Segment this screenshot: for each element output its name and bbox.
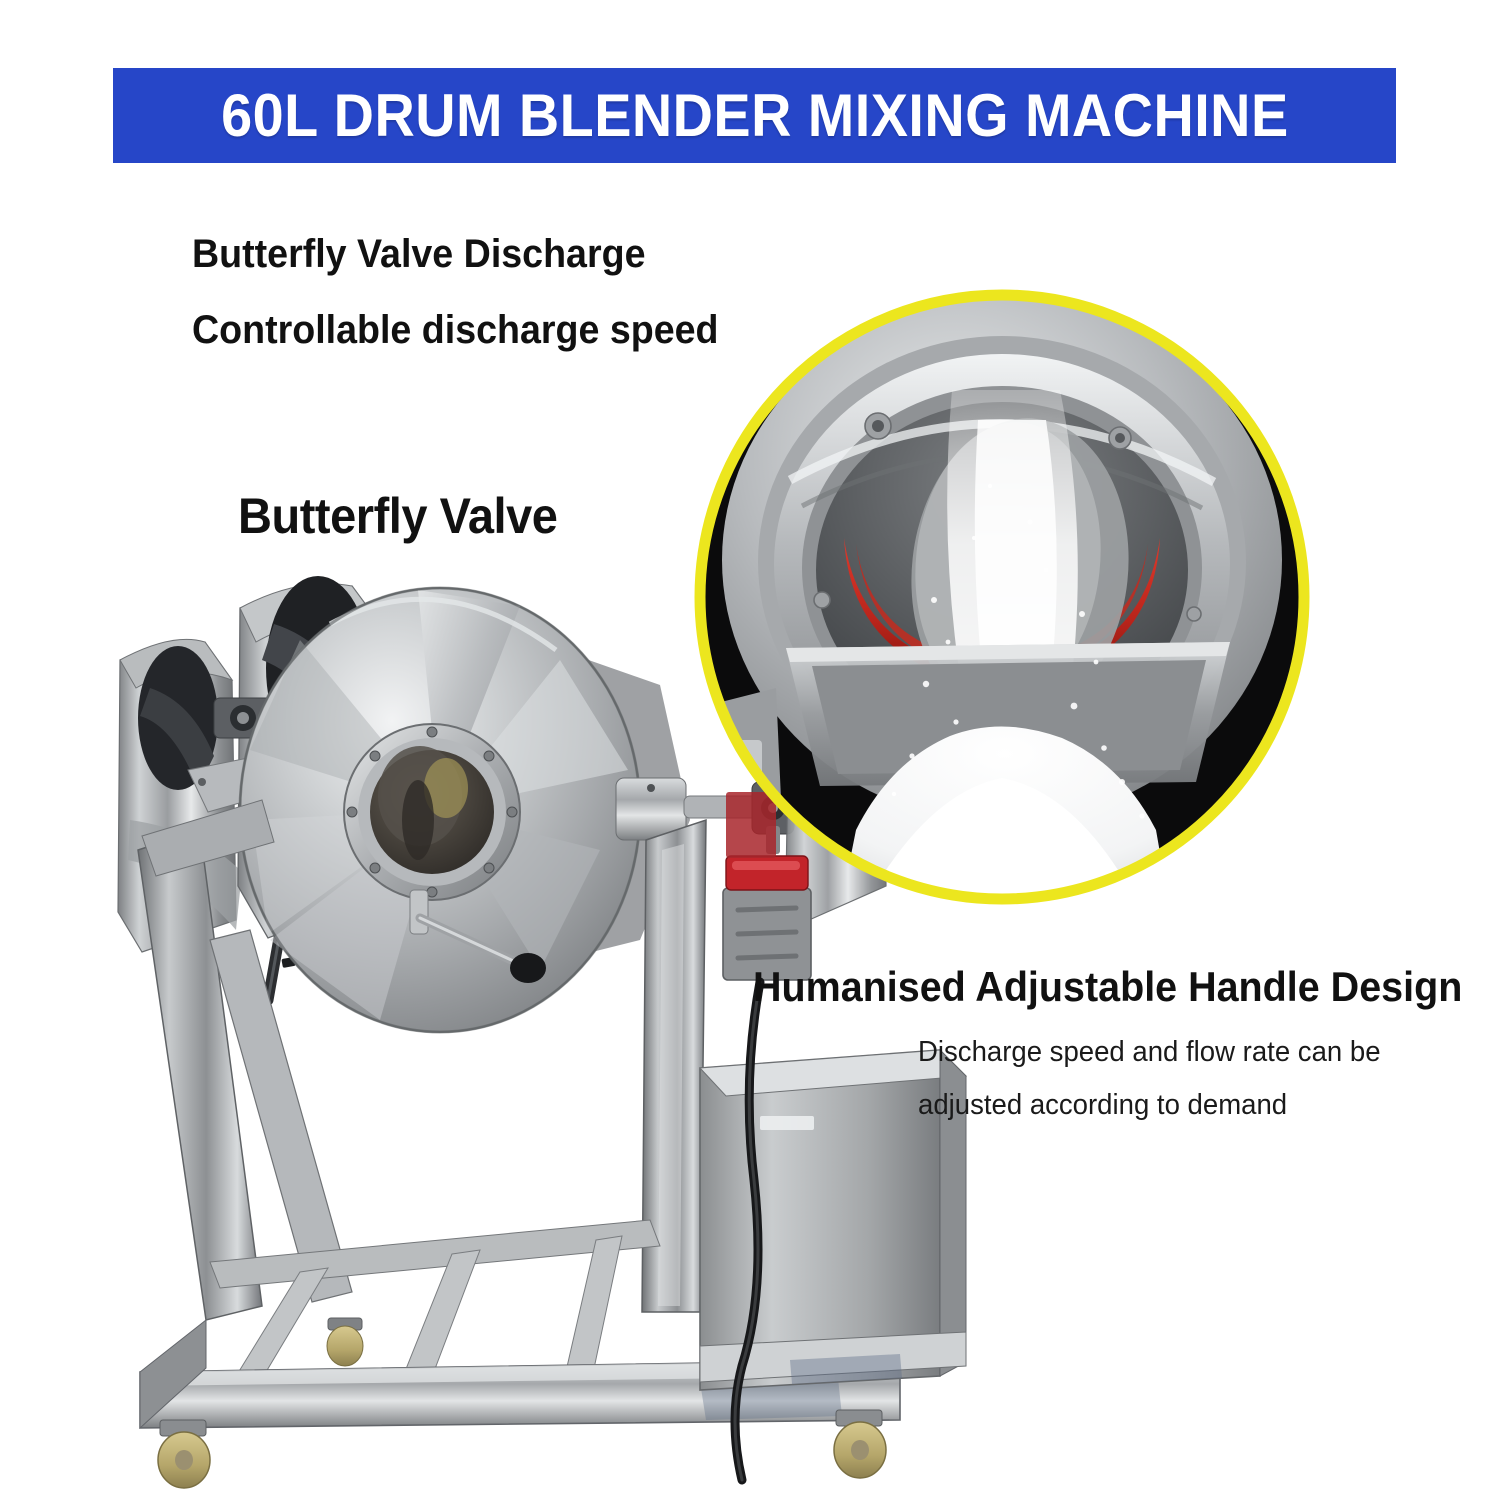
caster-front-left (157, 1419, 211, 1489)
callout-handle-description-line-1: Discharge speed and flow rate can be (918, 1036, 1381, 1068)
valve-discharge-inset-photo (694, 289, 1310, 905)
page-title: 60L DRUM BLENDER MIXING MACHINE (220, 82, 1289, 149)
control-box (722, 792, 812, 981)
callout-handle-description-line-2: adjusted according to demand (918, 1089, 1288, 1121)
callout-butterfly-valve-discharge: Butterfly Valve Discharge (192, 232, 646, 276)
title-banner: 60L DRUM BLENDER MIXING MACHINE (113, 68, 1396, 163)
machine-stand (137, 799, 707, 1321)
caster-front-right (833, 1409, 887, 1479)
callout-controllable-discharge-speed: Controllable discharge speed (192, 308, 719, 352)
yellow-highlight-ring (694, 289, 1310, 905)
casters (157, 1317, 887, 1489)
caster-rear-left (326, 1317, 364, 1367)
callout-butterfly-valve: Butterfly Valve (238, 488, 558, 544)
double-cone-drum (238, 586, 795, 1034)
butterfly-valve-lever (409, 889, 546, 983)
callout-humanised-handle-heading: Humanised Adjustable Handle Design (753, 963, 1463, 1010)
motor-cabinet (698, 1048, 968, 1391)
